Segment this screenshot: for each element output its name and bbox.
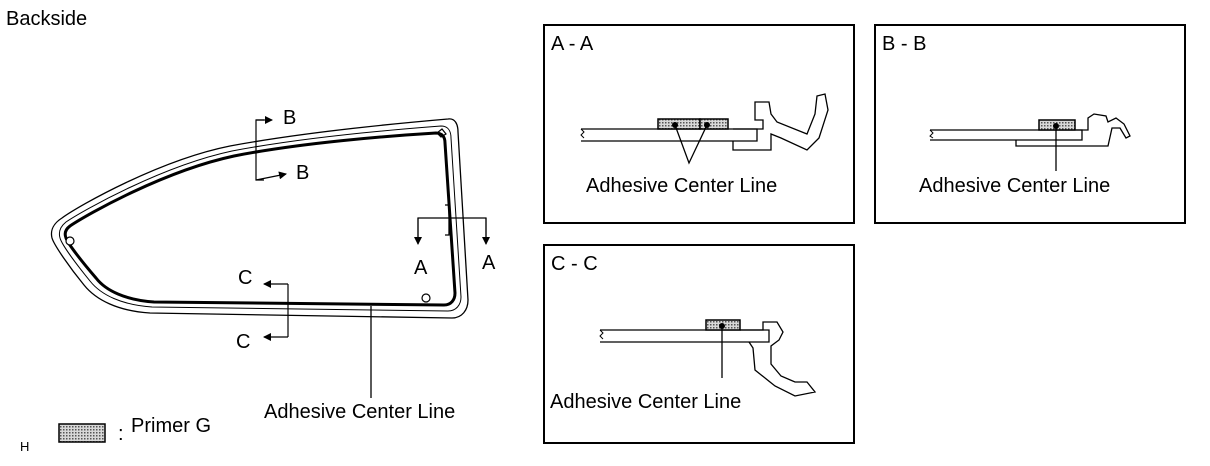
glass-outer-outline	[50, 118, 469, 319]
section-label-b-top: B	[283, 107, 297, 129]
panel-caption: Adhesive Center Line	[919, 175, 1111, 197]
section-label-b-bottom: B	[296, 162, 310, 184]
section-label-c-bottom: C	[236, 331, 251, 353]
legend-label: Primer G	[131, 415, 211, 437]
primer-g-swatch	[58, 423, 106, 443]
section-c-c-drawing	[599, 319, 817, 397]
section-panel-a-a: A - A Adhesive Center Line	[543, 24, 855, 224]
page-title: Backside	[6, 8, 88, 30]
quarter-window-glass-drawing	[50, 116, 490, 443]
panel-title: C - C	[551, 253, 598, 275]
glass-middle-outline	[58, 125, 462, 312]
section-panel-b-b: B - B Adhesive Center Line	[874, 24, 1186, 224]
panel-title: B - B	[882, 33, 927, 55]
section-label-a-left: A	[414, 257, 428, 279]
panel-title: A - A	[551, 33, 594, 55]
legend-separator: :	[118, 423, 124, 445]
section-a-a-drawing	[580, 93, 829, 165]
panel-caption: Adhesive Center Line	[550, 391, 742, 413]
section-b-b-drawing	[929, 113, 1131, 171]
adhesive-center-line-label: Adhesive Center Line	[264, 401, 456, 423]
panel-caption: Adhesive Center Line	[586, 175, 778, 197]
adhesive-bead-outline	[63, 131, 457, 307]
section-panel-c-c: C - C Adhesive Center Line	[543, 244, 855, 444]
section-label-c-top: C	[238, 267, 253, 289]
figure-code: H	[20, 439, 30, 454]
section-label-a-right: A	[482, 252, 496, 274]
